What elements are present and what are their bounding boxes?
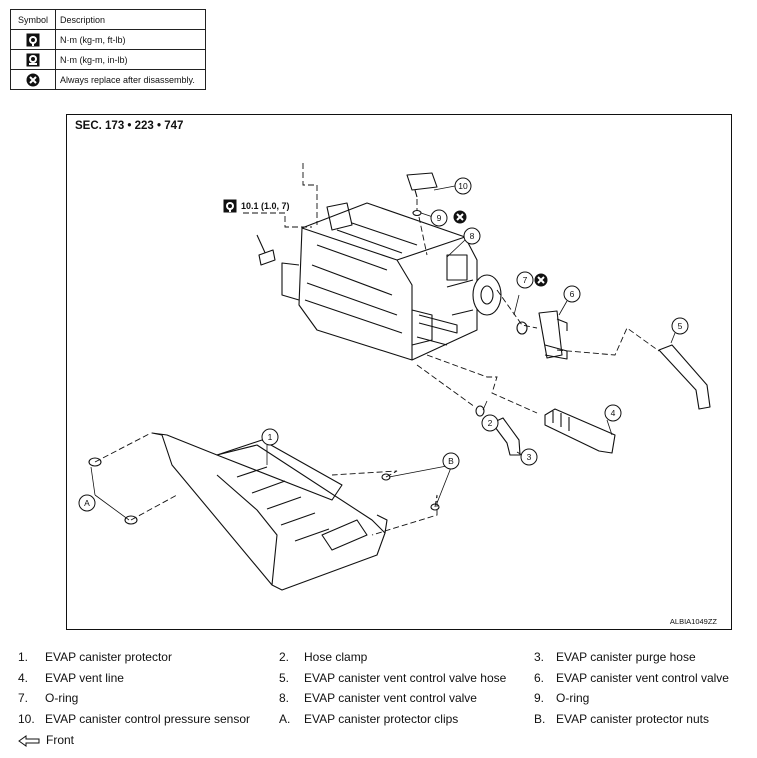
legend-text: N·m (kg-m, ft-lb) bbox=[55, 29, 206, 50]
torque-value: 10.1 (1.0, 7) bbox=[241, 201, 290, 211]
vent-line bbox=[544, 408, 616, 454]
always-replace-icon bbox=[534, 273, 548, 287]
parts-list-item: 5.EVAP canister vent control valve hose bbox=[279, 671, 507, 685]
torque-in-lb-icon bbox=[26, 53, 40, 66]
parts-list-item: 9.O-ring bbox=[534, 691, 590, 705]
legend-text: N·m (kg-m, in-lb) bbox=[55, 49, 206, 70]
callout-6: 6 bbox=[570, 289, 575, 299]
callout-5: 5 bbox=[678, 321, 683, 331]
callout-a: A bbox=[84, 498, 90, 508]
front-label: Front bbox=[46, 733, 75, 747]
callout-2: 2 bbox=[488, 418, 493, 428]
purge-hose bbox=[475, 405, 521, 456]
always-replace-icon bbox=[26, 73, 40, 86]
exploded-diagram-frame: SEC. 173 • 223 • 747 10.1 (1.0, 7) bbox=[66, 114, 732, 630]
canister-protector bbox=[151, 432, 388, 591]
assembly-guide-lines bbox=[94, 163, 660, 536]
callout-layer: 10 9 8 7 6 5 2 3 4 1 A B bbox=[78, 177, 689, 512]
vent-control-valve-hose bbox=[658, 344, 711, 410]
always-replace-icon bbox=[453, 210, 467, 224]
parts-list-item: 6.EVAP canister vent control valve bbox=[534, 671, 729, 685]
figure-code: ALBIA1049ZZ bbox=[669, 617, 717, 626]
legend-header-symbol: Symbol bbox=[10, 9, 56, 30]
parts-list-item: 2.Hose clamp bbox=[279, 650, 368, 664]
parts-list-item: B.EVAP canister protector nuts bbox=[534, 712, 709, 726]
callout-9: 9 bbox=[437, 213, 442, 223]
callout-10: 10 bbox=[458, 181, 468, 191]
callout-3: 3 bbox=[527, 452, 532, 462]
exploded-diagram bbox=[88, 163, 711, 591]
front-direction-legend: Front bbox=[18, 733, 74, 747]
legend-row: Always replace after disassembly. bbox=[10, 69, 206, 90]
mounting-bolt bbox=[256, 234, 276, 266]
callout-4: 4 bbox=[611, 408, 616, 418]
parts-list-item: 10.EVAP canister control pressure sensor bbox=[18, 712, 250, 726]
torque-ft-lb-icon bbox=[26, 33, 40, 46]
parts-list-item: 8.EVAP canister vent control valve bbox=[279, 691, 477, 705]
parts-list-item: 1.EVAP canister protector bbox=[18, 650, 172, 664]
parts-list-item: 7.O-ring bbox=[18, 691, 79, 705]
callout-8: 8 bbox=[470, 231, 475, 241]
parts-list-item: 3.EVAP canister purge hose bbox=[534, 650, 696, 664]
symbol-legend-table: Symbol Description N·m (kg-m, ft-lb) N·m… bbox=[10, 9, 206, 90]
legend-row: N·m (kg-m, ft-lb) bbox=[10, 29, 206, 50]
section-reference: SEC. 173 • 223 • 747 bbox=[75, 120, 184, 132]
callout-1: 1 bbox=[268, 432, 273, 442]
parts-list-item: 4.EVAP vent line bbox=[18, 671, 124, 685]
vent-control-valve bbox=[516, 310, 568, 360]
evap-canister bbox=[281, 202, 502, 361]
torque-ft-lb-icon bbox=[223, 199, 237, 213]
legend-text: Always replace after disassembly. bbox=[55, 69, 206, 90]
callout-7: 7 bbox=[523, 275, 528, 285]
legend-row: N·m (kg-m, in-lb) bbox=[10, 49, 206, 70]
torque-spec: 10.1 (1.0, 7) bbox=[223, 199, 290, 213]
parts-list-item: A.EVAP canister protector clips bbox=[279, 712, 459, 726]
callout-b: B bbox=[448, 456, 454, 466]
front-arrow-icon bbox=[18, 734, 40, 747]
legend-header-description: Description bbox=[55, 9, 206, 30]
